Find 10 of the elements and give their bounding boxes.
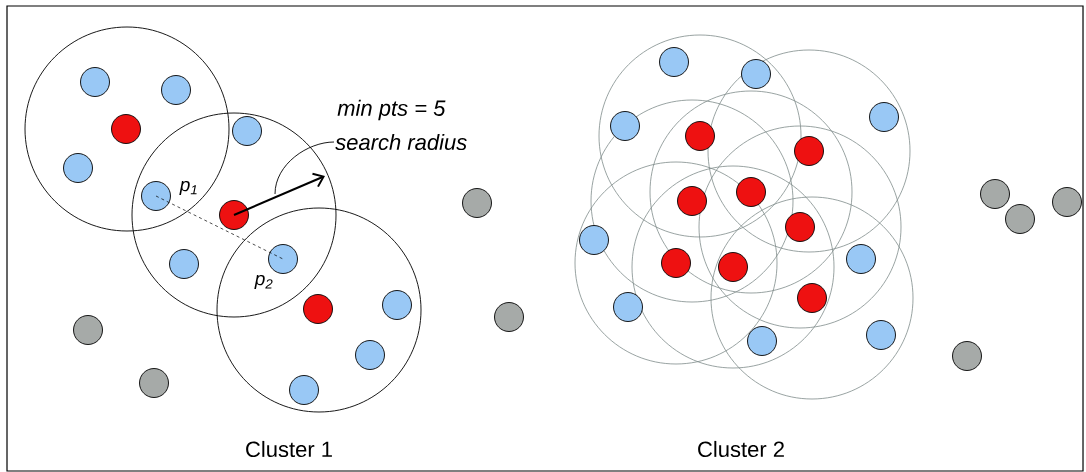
annotation-text: search radius xyxy=(335,133,467,151)
leader-line xyxy=(274,141,335,195)
cluster-label: Cluster 2 xyxy=(698,440,784,458)
border-point xyxy=(141,181,171,211)
annotation-text: min pts = 5 xyxy=(337,99,446,121)
border-point xyxy=(268,244,298,274)
point-label: p$_{1}$ xyxy=(179,180,197,196)
distance-line xyxy=(155,195,284,260)
point-label: p$_{2}$ xyxy=(254,274,273,290)
cluster-label: Cluster 1 xyxy=(246,440,332,458)
